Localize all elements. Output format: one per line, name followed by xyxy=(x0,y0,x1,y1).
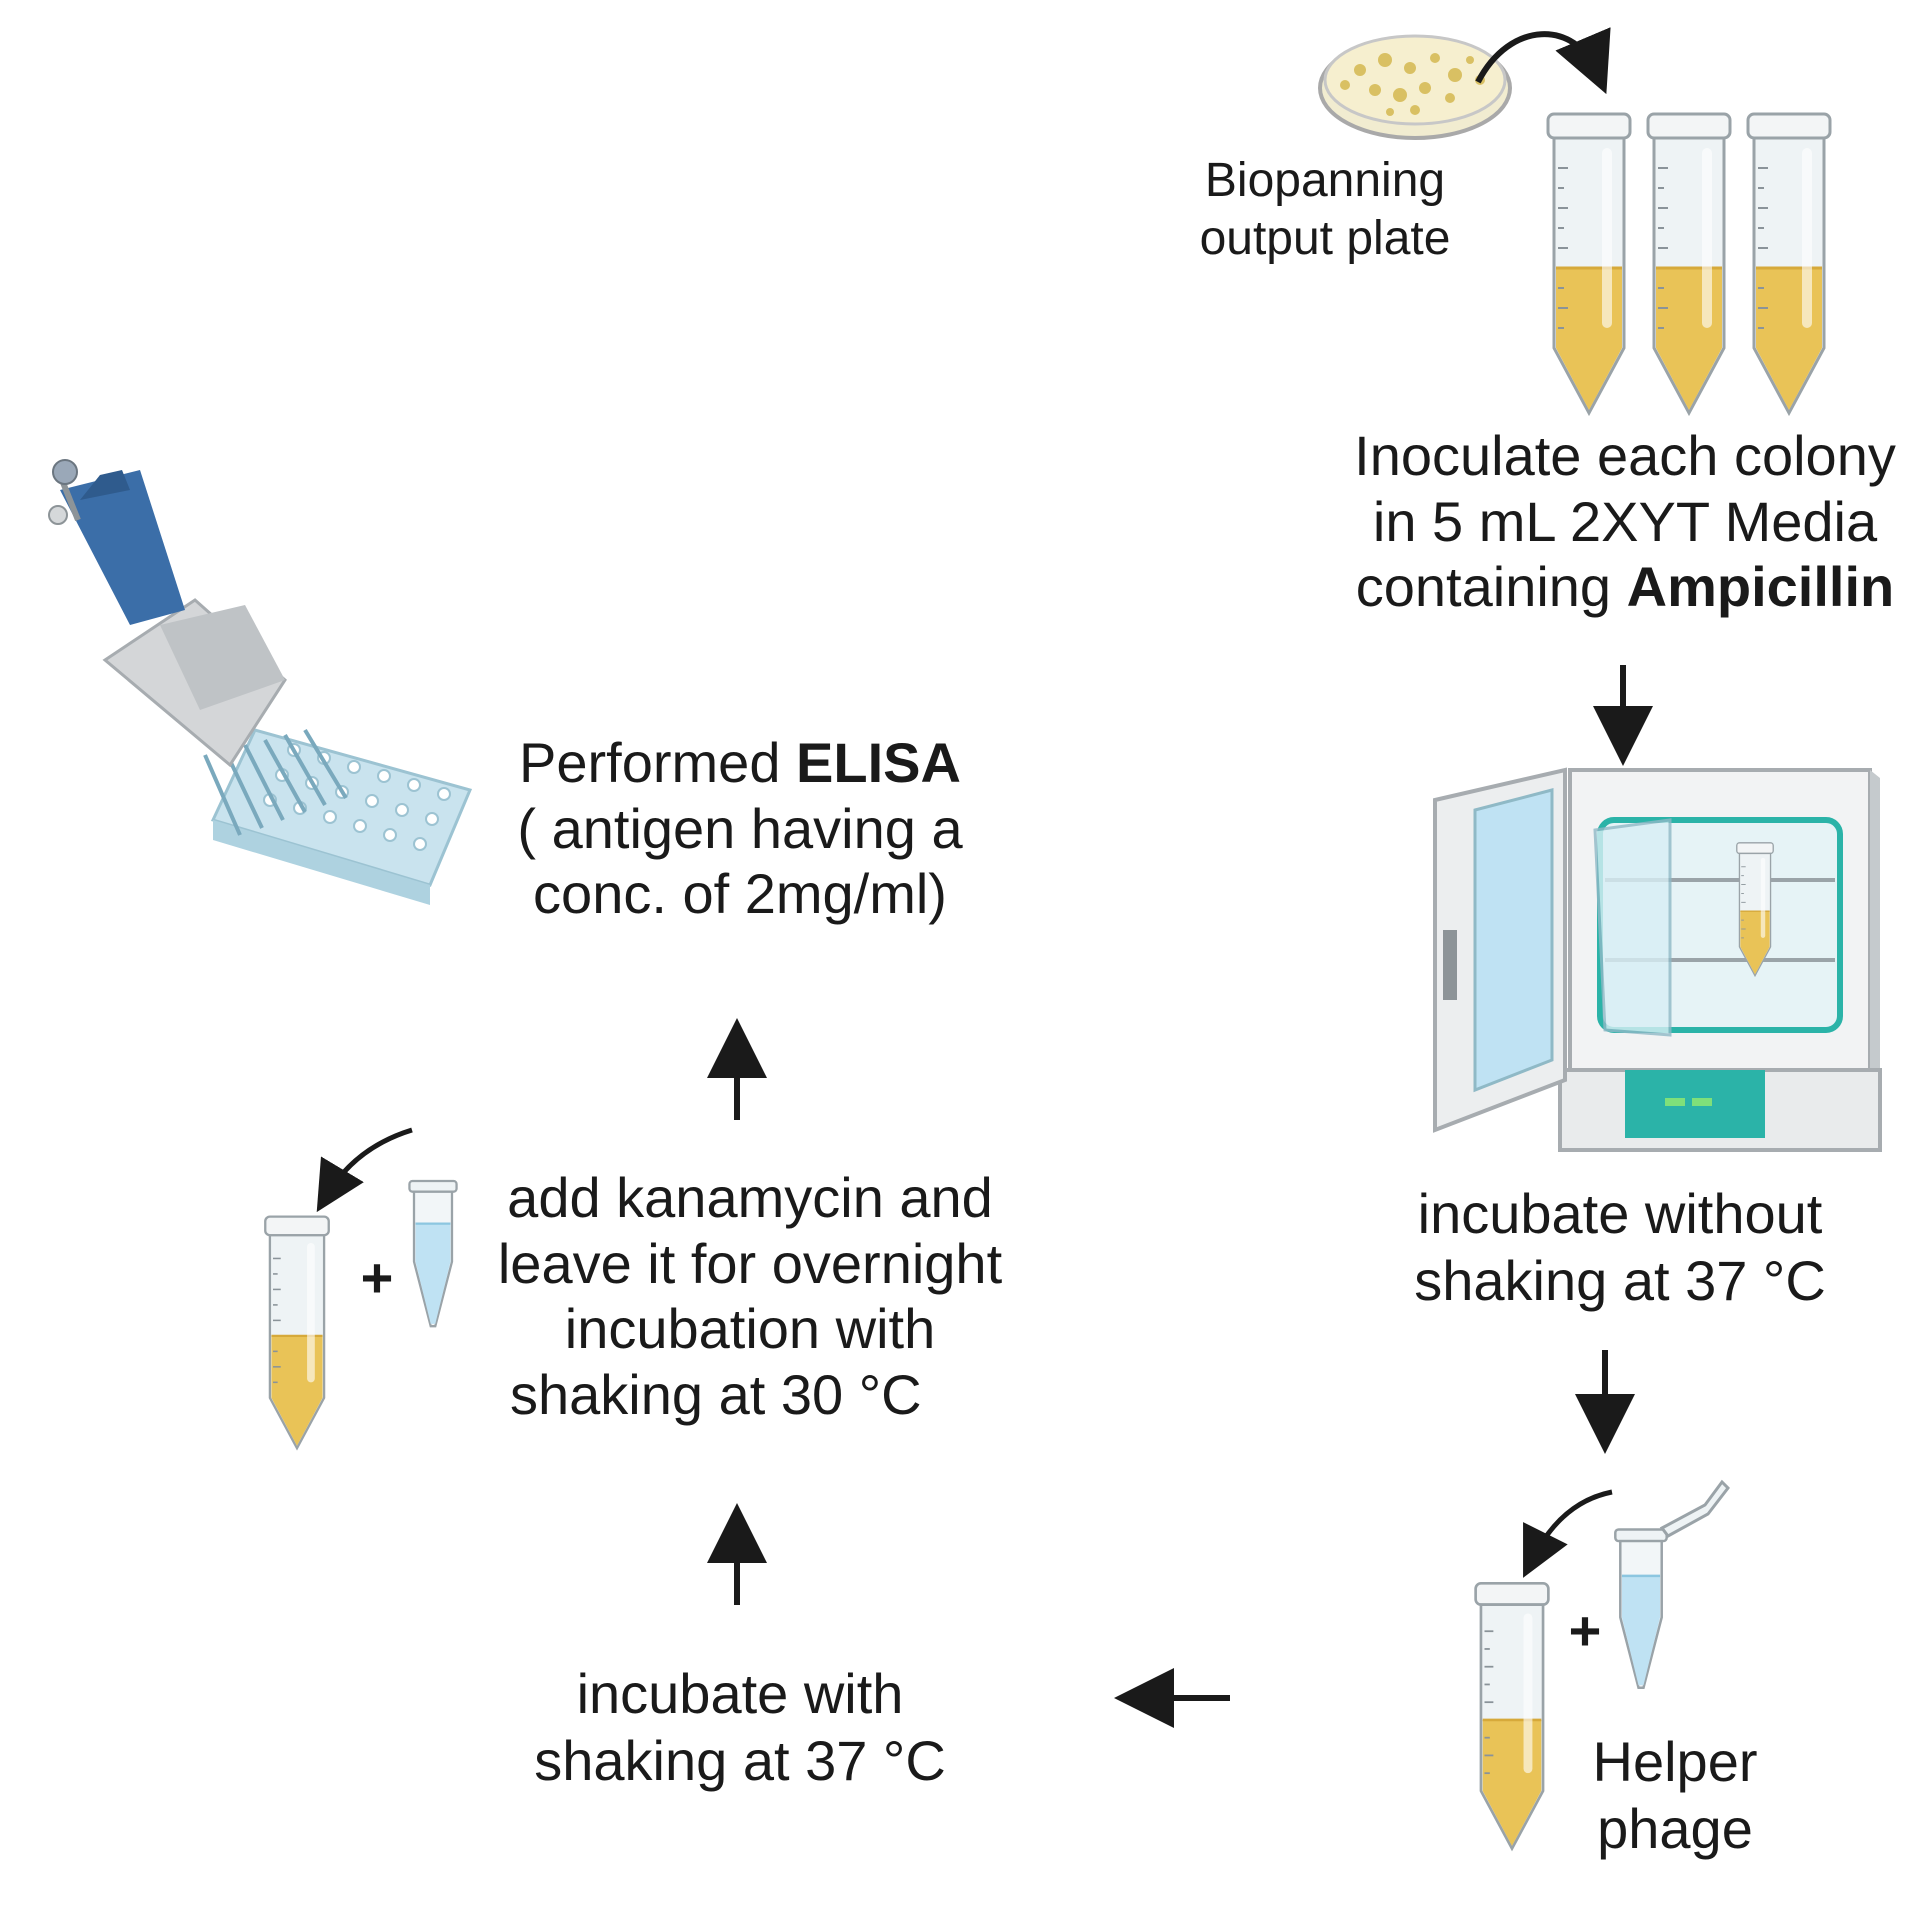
kanamycin-label: add kanamycin and leave it for overnight… xyxy=(497,1166,1003,1426)
incubate-without-shaking-label: incubate without shaking at 37 °C xyxy=(1414,1182,1826,1313)
culture-tube-icon xyxy=(1746,112,1832,415)
incubator-icon xyxy=(1433,767,1882,1152)
add-arrow xyxy=(1523,1489,1613,1578)
incubate-with-shaking-label: incubate with shaking at 37 °C xyxy=(534,1662,946,1793)
culture-tube-icon xyxy=(1474,1581,1550,1850)
phage-tube-icon xyxy=(1613,1528,1669,1690)
plate-label: Biopanning output plate xyxy=(1199,154,1451,265)
culture-tube-icon xyxy=(1646,112,1732,415)
helper-phage-label: Helper phage xyxy=(1592,1730,1758,1861)
plus-sign: + xyxy=(1569,1599,1602,1662)
phage-tube-lid xyxy=(1659,1479,1730,1538)
multichannel-pipette-icon xyxy=(48,459,473,905)
culture-tube-icon xyxy=(1546,112,1632,415)
inoculate-label: Inoculate each colony in 5 mL 2XYT Media… xyxy=(1354,424,1896,619)
culture-tube-icon xyxy=(264,1215,330,1450)
transfer-arrow xyxy=(1475,27,1611,95)
plus-sign: + xyxy=(361,1246,394,1309)
elisa-label: Performed ELISA ( antigen having a conc.… xyxy=(517,731,963,926)
kanamycin-tube-icon xyxy=(408,1179,458,1328)
add-arrow xyxy=(316,1127,413,1213)
petri-dish-icon xyxy=(1318,34,1512,140)
